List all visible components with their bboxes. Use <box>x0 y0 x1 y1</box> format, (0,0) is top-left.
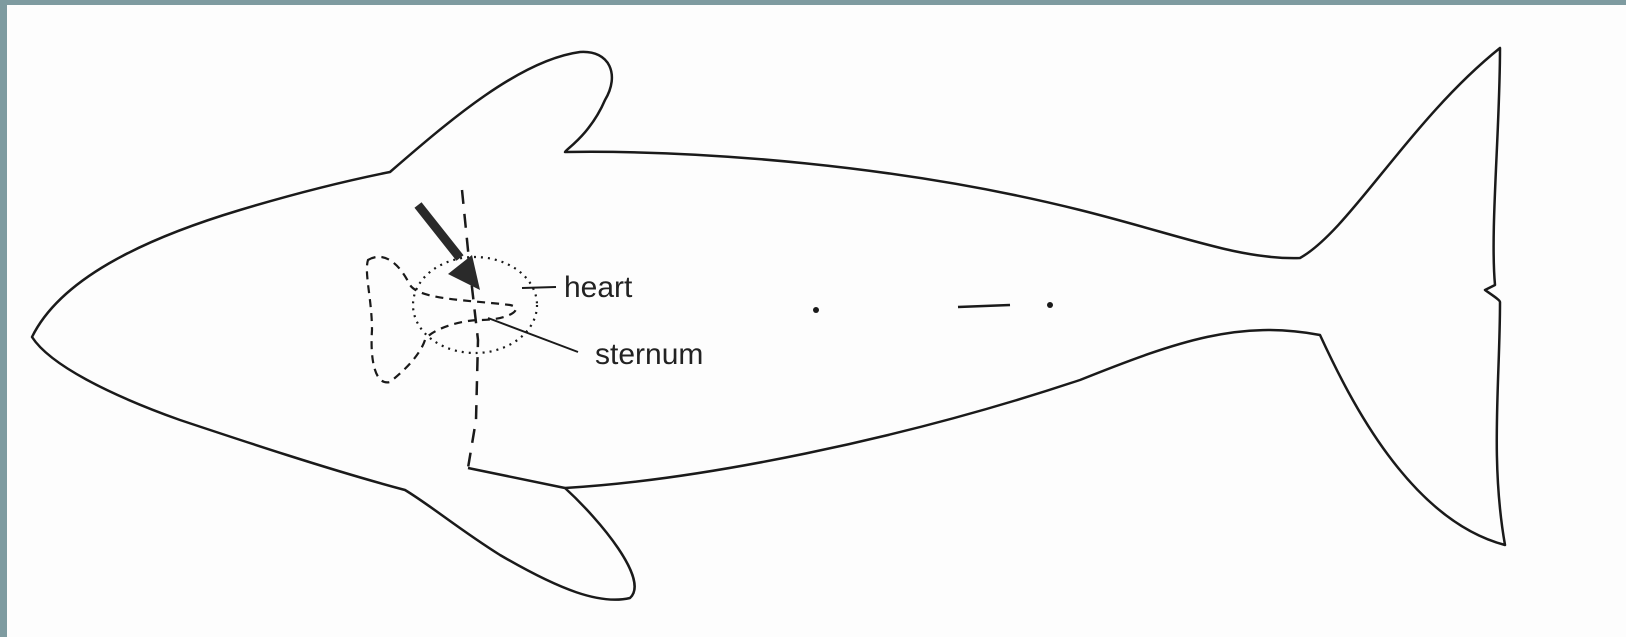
heart-label: heart <box>564 271 633 304</box>
heart-leader-line <box>522 287 556 288</box>
sternum-label: sternum <box>595 338 703 371</box>
sternum-leader-line <box>488 318 578 352</box>
anal-dot-mark <box>1047 302 1053 308</box>
dashed-cut-line <box>462 190 478 468</box>
ventral-slit-mark <box>958 305 1010 307</box>
lower-flipper-joint-line <box>468 468 565 488</box>
ventral-dot-mark <box>813 307 819 313</box>
whale-body-outline <box>32 48 1505 600</box>
indicator-arrow <box>418 205 480 290</box>
